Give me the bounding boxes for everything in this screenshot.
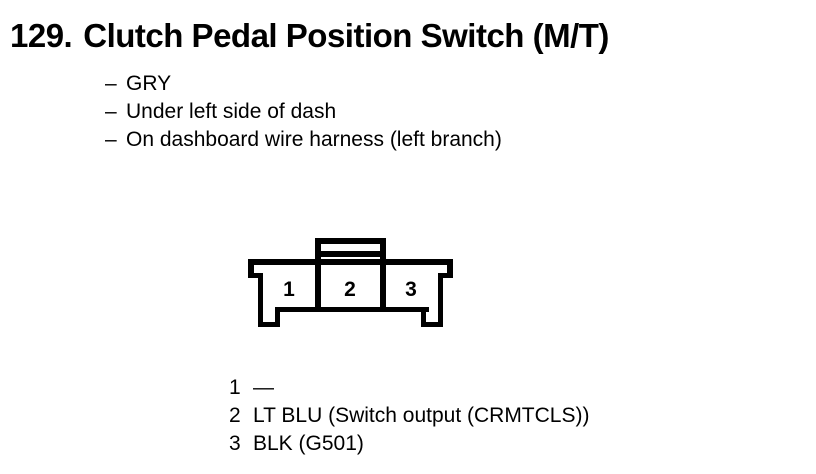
location-details: –GRY –Under left side of dash –On dashbo…: [105, 70, 502, 154]
detail-text: On dashboard wire harness (left branch): [126, 128, 502, 151]
connector-3pin-drawing: 1 2 3: [248, 238, 453, 327]
pin-description: BLK (G501): [253, 432, 364, 455]
detail-item: –Under left side of dash: [105, 98, 502, 126]
dash-bullet: –: [105, 100, 117, 123]
connector-diagram: 1 2 3: [246, 236, 458, 331]
pin-number: 1: [229, 376, 241, 399]
pin-number: 2: [229, 404, 241, 427]
pin-description: LT BLU (Switch output (CRMTCLS)): [253, 404, 590, 427]
pin-description: —: [253, 376, 274, 399]
detail-text: Under left side of dash: [126, 100, 337, 123]
page-title: Clutch Pedal Position Switch (M/T): [83, 17, 609, 54]
pin-row: 3 BLK (G501): [229, 430, 589, 458]
dash-bullet: –: [105, 72, 117, 95]
cavity-label: 2: [344, 278, 356, 301]
cavity-label: 3: [405, 278, 417, 301]
detail-item: –On dashboard wire harness (left branch): [105, 126, 502, 154]
cavity-label: 1: [283, 278, 295, 301]
pin-row: 2 LT BLU (Switch output (CRMTCLS)): [229, 402, 589, 430]
entry-heading: 129. Clutch Pedal Position Switch (M/T): [10, 17, 609, 55]
pin-number: 3: [229, 432, 241, 455]
detail-text: GRY: [126, 72, 172, 95]
pin-row: 1—: [229, 374, 589, 402]
detail-item: –GRY: [105, 70, 502, 98]
entry-number: 129.: [10, 17, 73, 54]
dash-bullet: –: [105, 128, 117, 151]
